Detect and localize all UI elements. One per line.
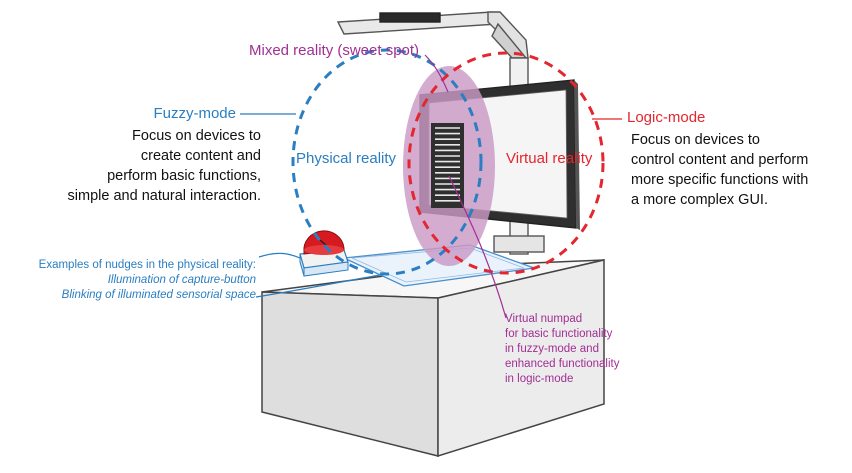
capture-button: [299, 230, 349, 277]
nudges-title: Examples of nudges in the physical reali…: [38, 259, 256, 271]
numpad-desc-line: for basic functionality: [505, 328, 613, 340]
logic-mode-title: Logic-mode: [627, 109, 706, 126]
numpad-desc-line: in fuzzy-mode and: [505, 343, 599, 355]
nudge-item: Blinking of illuminated sensorial space: [61, 289, 256, 301]
leader-lines: [240, 54, 622, 319]
fuzzy-mode-title: Fuzzy-mode: [153, 105, 236, 122]
physical-reality-circle: [291, 48, 483, 276]
numpad-description: Virtual numpad for basic functionality i…: [505, 312, 619, 387]
virtual-reality-label: Virtual reality: [506, 150, 593, 167]
fuzzy-desc-line: perform basic functions,: [107, 168, 261, 184]
numpad-desc-line: enhanced functionality: [505, 358, 620, 370]
fuzzy-desc-line: create content and: [140, 148, 261, 164]
mixed-reality-label: Mixed reality (sweet spot): [249, 42, 420, 59]
nudge-item: Illumination of capture-button: [107, 274, 256, 286]
fuzzy-desc-line: simple and natural interaction.: [67, 188, 261, 204]
logic-desc-line: a more complex GUI.: [631, 192, 768, 208]
virtual-numpad: [431, 123, 464, 208]
physical-reality-label: Physical reality: [296, 150, 397, 167]
nudges-block: Examples of nudges in the physical reali…: [39, 258, 256, 303]
fuzzy-mode-description: Focus on devices to create content and p…: [68, 126, 261, 206]
fuzzy-desc-line: Focus on devices to: [132, 128, 261, 144]
logic-desc-line: more specific functions with: [631, 172, 809, 188]
logic-desc-line: Focus on devices to: [631, 132, 760, 148]
virtual-reality-circle: [407, 51, 605, 275]
logic-mode-description: Focus on devices to control content and …: [631, 130, 808, 210]
numpad-desc-line: Virtual numpad: [505, 313, 583, 325]
numpad-desc-line: in logic-mode: [505, 373, 574, 385]
logic-desc-line: control content and perform: [631, 152, 809, 168]
